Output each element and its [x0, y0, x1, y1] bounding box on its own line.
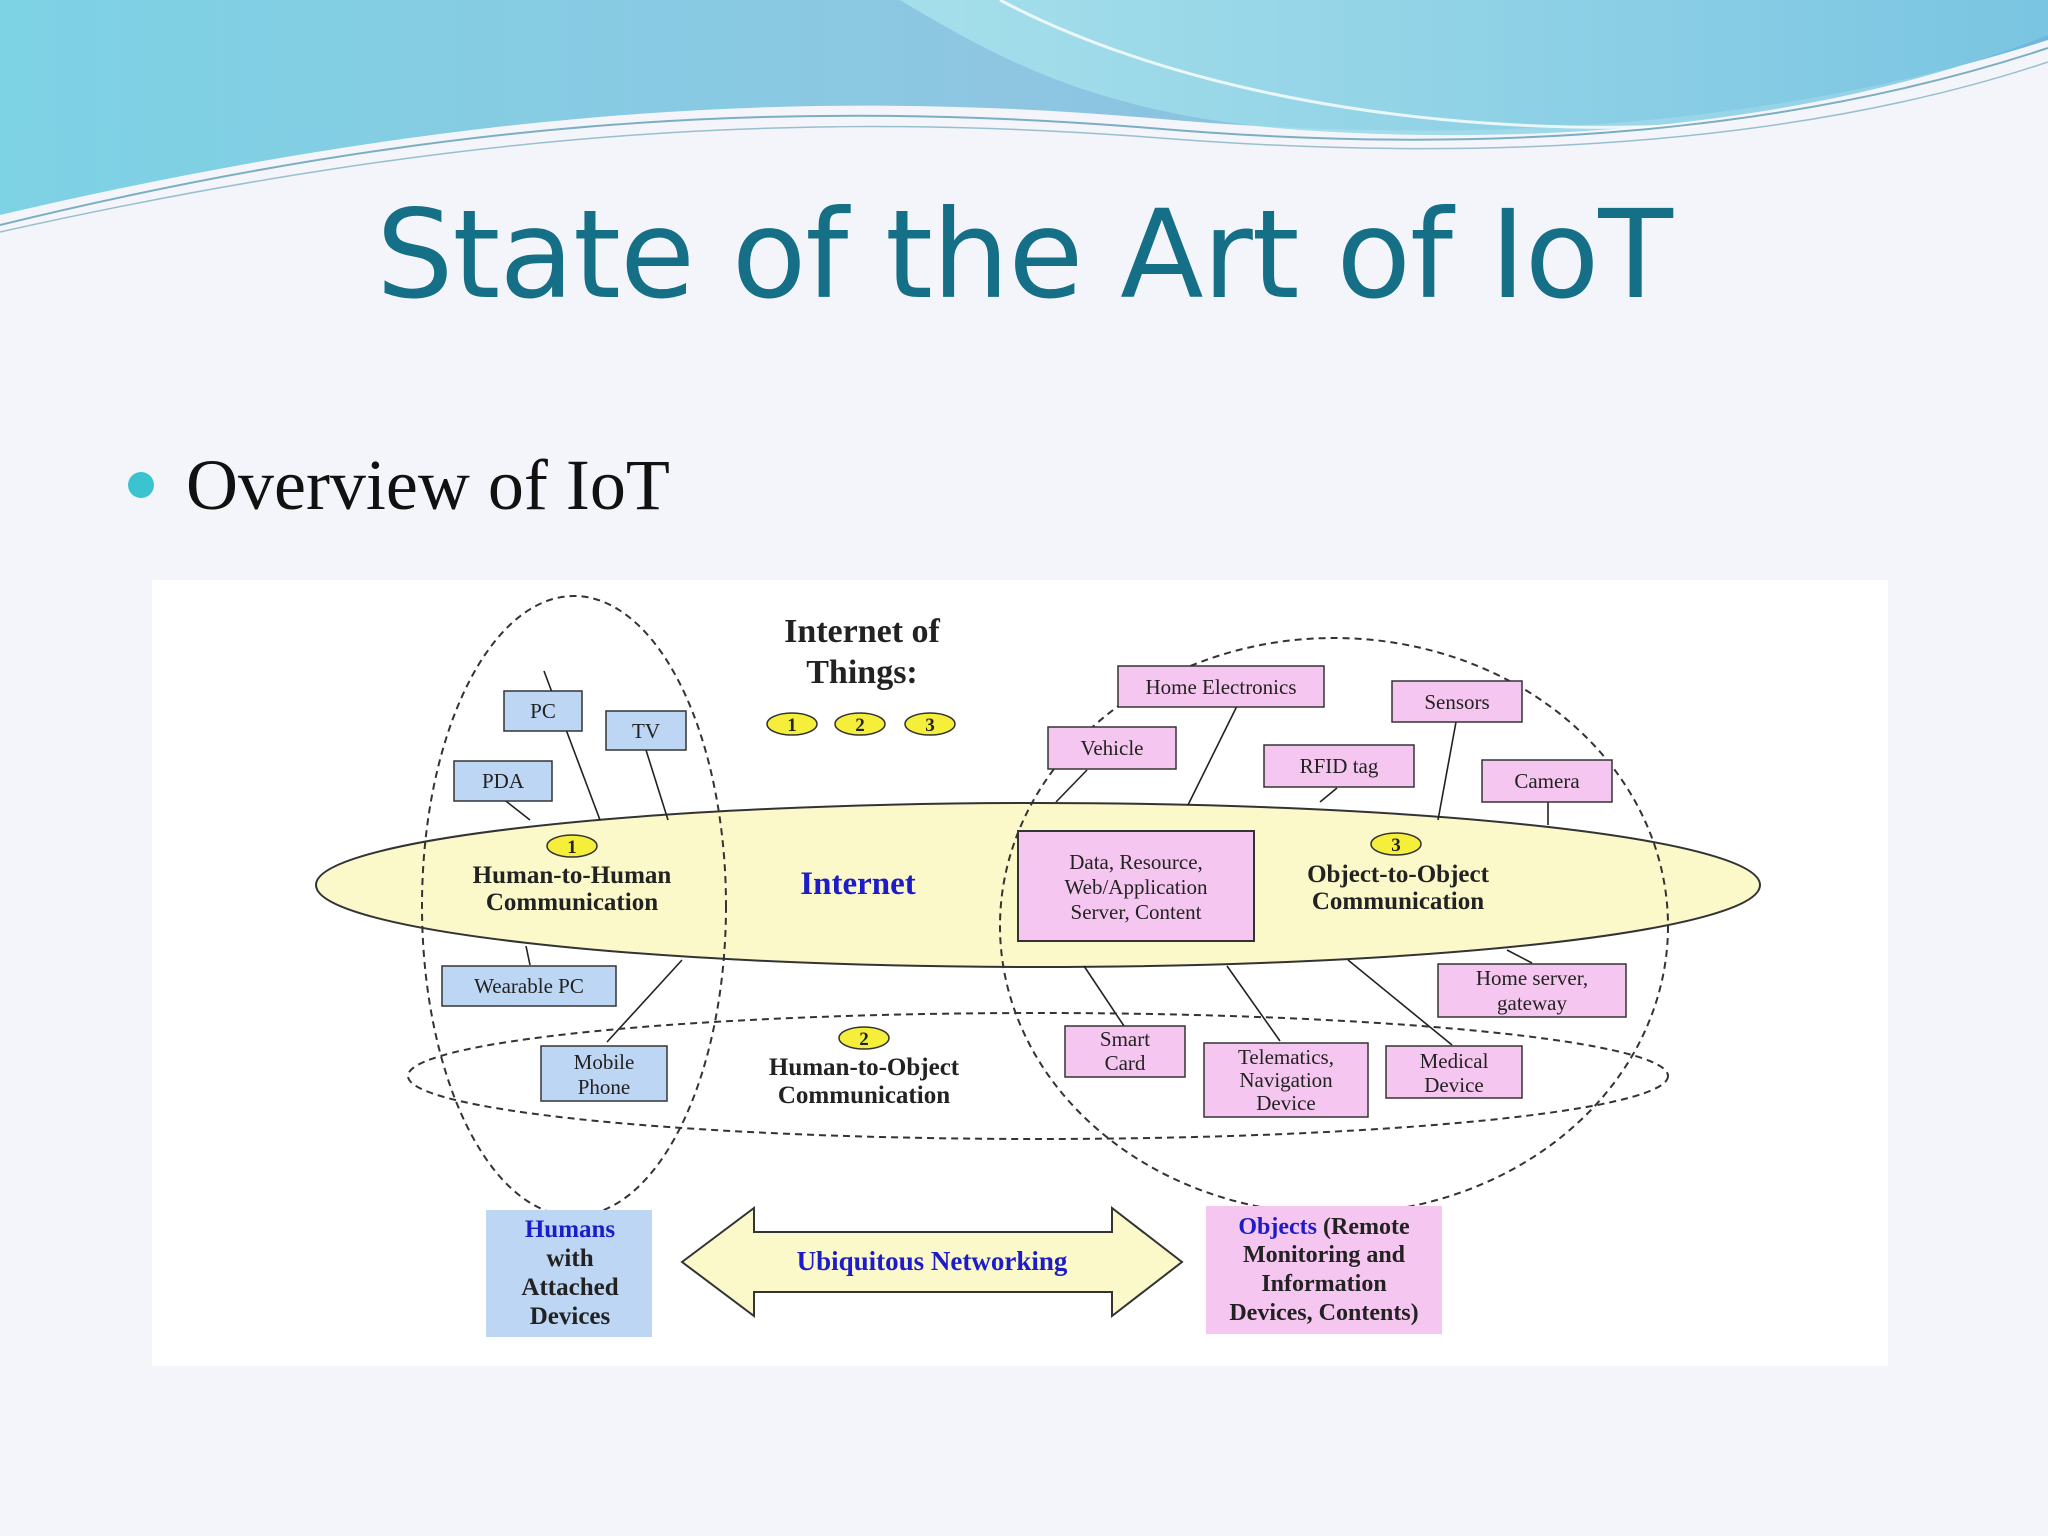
badge-2: 2	[834, 712, 886, 736]
device-medical: Medical Device	[1385, 1045, 1523, 1099]
svg-text:PC: PC	[530, 699, 556, 723]
objects-ellipse	[999, 637, 1669, 1215]
device-tv: TV	[605, 710, 687, 751]
svg-text:Phone: Phone	[578, 1075, 631, 1099]
svg-text:Medical: Medical	[1420, 1049, 1489, 1073]
iot-heading-line1: Internet of	[784, 613, 940, 650]
svg-text:1: 1	[787, 715, 797, 736]
svg-text:Mobile: Mobile	[574, 1050, 635, 1074]
device-pc: PC	[503, 690, 583, 732]
ubiquitous-networking-arrow: Ubiquitous Networking	[680, 1205, 1184, 1319]
badge-3: 3	[904, 712, 956, 736]
svg-text:Home server,: Home server,	[1476, 966, 1588, 990]
svg-text:PDA: PDA	[482, 769, 525, 793]
svg-text:Devices, Contents): Devices, Contents)	[1229, 1300, 1418, 1326]
device-rfid-tag: RFID tag	[1263, 744, 1415, 788]
svg-text:Device: Device	[1424, 1073, 1483, 1097]
internet-label: Internet	[800, 866, 915, 902]
svg-text:Human-to-Human: Human-to-Human	[473, 862, 672, 889]
svg-text:Monitoring and: Monitoring and	[1243, 1242, 1406, 1268]
svg-text:Ubiquitous Networking: Ubiquitous Networking	[797, 1246, 1068, 1276]
svg-text:1: 1	[567, 837, 577, 858]
svg-text:Sensors: Sensors	[1424, 690, 1489, 714]
svg-text:Communication: Communication	[778, 1082, 950, 1109]
svg-text:with: with	[546, 1245, 593, 1272]
human-to-object-label: 2 Human-to-Object Communication	[769, 1026, 960, 1109]
svg-text:Human-to-Object: Human-to-Object	[769, 1054, 960, 1081]
slide-title: State of the Art of IoT	[376, 184, 1673, 326]
objects-box: Objects (Remote Monitoring and Informati…	[1206, 1206, 1442, 1334]
svg-text:gateway: gateway	[1497, 991, 1567, 1015]
device-home-server: Home server, gateway	[1437, 963, 1627, 1018]
svg-text:Devices: Devices	[530, 1303, 611, 1330]
svg-text:Vehicle: Vehicle	[1081, 736, 1144, 760]
header-wave-decoration	[0, 0, 2048, 233]
svg-text:2: 2	[855, 715, 865, 736]
device-home-electronics: Home Electronics	[1117, 665, 1325, 708]
device-mobile-phone: Mobile Phone	[540, 1045, 668, 1102]
svg-text:Web/Application: Web/Application	[1065, 875, 1208, 899]
object-to-object-label: 3 Object-to-Object Communication	[1307, 832, 1490, 915]
device-data-resource: Data, Resource, Web/Application Server, …	[1017, 830, 1255, 942]
svg-text:Wearable PC: Wearable PC	[474, 974, 584, 998]
svg-text:Device: Device	[1256, 1091, 1315, 1115]
device-vehicle: Vehicle	[1047, 726, 1177, 770]
svg-text:Data, Resource,: Data, Resource,	[1069, 850, 1203, 874]
svg-text:TV: TV	[632, 719, 660, 743]
svg-text:2: 2	[859, 1029, 869, 1050]
human-to-human-label: 1 Human-to-Human Communication	[473, 834, 672, 916]
svg-text:3: 3	[1391, 835, 1401, 856]
svg-text:Communication: Communication	[486, 889, 658, 916]
svg-text:Camera: Camera	[1514, 769, 1580, 793]
iot-diagram: Internet of Things: 1 2 3 PC TV PDA Wear…	[152, 580, 1888, 1366]
svg-text:Server, Content: Server, Content	[1071, 900, 1202, 924]
svg-text:Home Electronics: Home Electronics	[1145, 675, 1296, 699]
svg-text:Attached: Attached	[521, 1274, 618, 1301]
device-camera: Camera	[1481, 759, 1613, 803]
svg-text:Communication: Communication	[1312, 888, 1484, 915]
svg-text:3: 3	[925, 715, 935, 736]
svg-text:RFID tag: RFID tag	[1300, 754, 1379, 778]
svg-text:Humans: Humans	[525, 1216, 616, 1243]
human-to-object-ellipse	[407, 1012, 1669, 1140]
svg-text:Information: Information	[1261, 1271, 1386, 1297]
device-sensors: Sensors	[1391, 680, 1523, 723]
svg-text:Card: Card	[1105, 1051, 1146, 1075]
badge-1: 1	[766, 712, 818, 736]
iot-heading-line2: Things:	[806, 654, 918, 691]
device-telematics: Telematics, Navigation Device	[1203, 1042, 1369, 1118]
humans-box: Humans with Attached Devices	[486, 1210, 652, 1337]
bullet-text: Overview of IoT	[186, 445, 670, 525]
svg-text:Object-to-Object: Object-to-Object	[1307, 861, 1490, 888]
device-smart-card: Smart Card	[1064, 1025, 1186, 1078]
svg-text:Telematics,: Telematics,	[1238, 1045, 1334, 1069]
bullet-icon	[128, 472, 154, 498]
svg-text:Objects (Remote: Objects (Remote	[1238, 1214, 1410, 1240]
device-wearable-pc: Wearable PC	[441, 965, 617, 1007]
device-pda: PDA	[453, 760, 553, 802]
svg-text:Smart: Smart	[1100, 1027, 1150, 1051]
svg-text:Navigation: Navigation	[1239, 1068, 1333, 1092]
